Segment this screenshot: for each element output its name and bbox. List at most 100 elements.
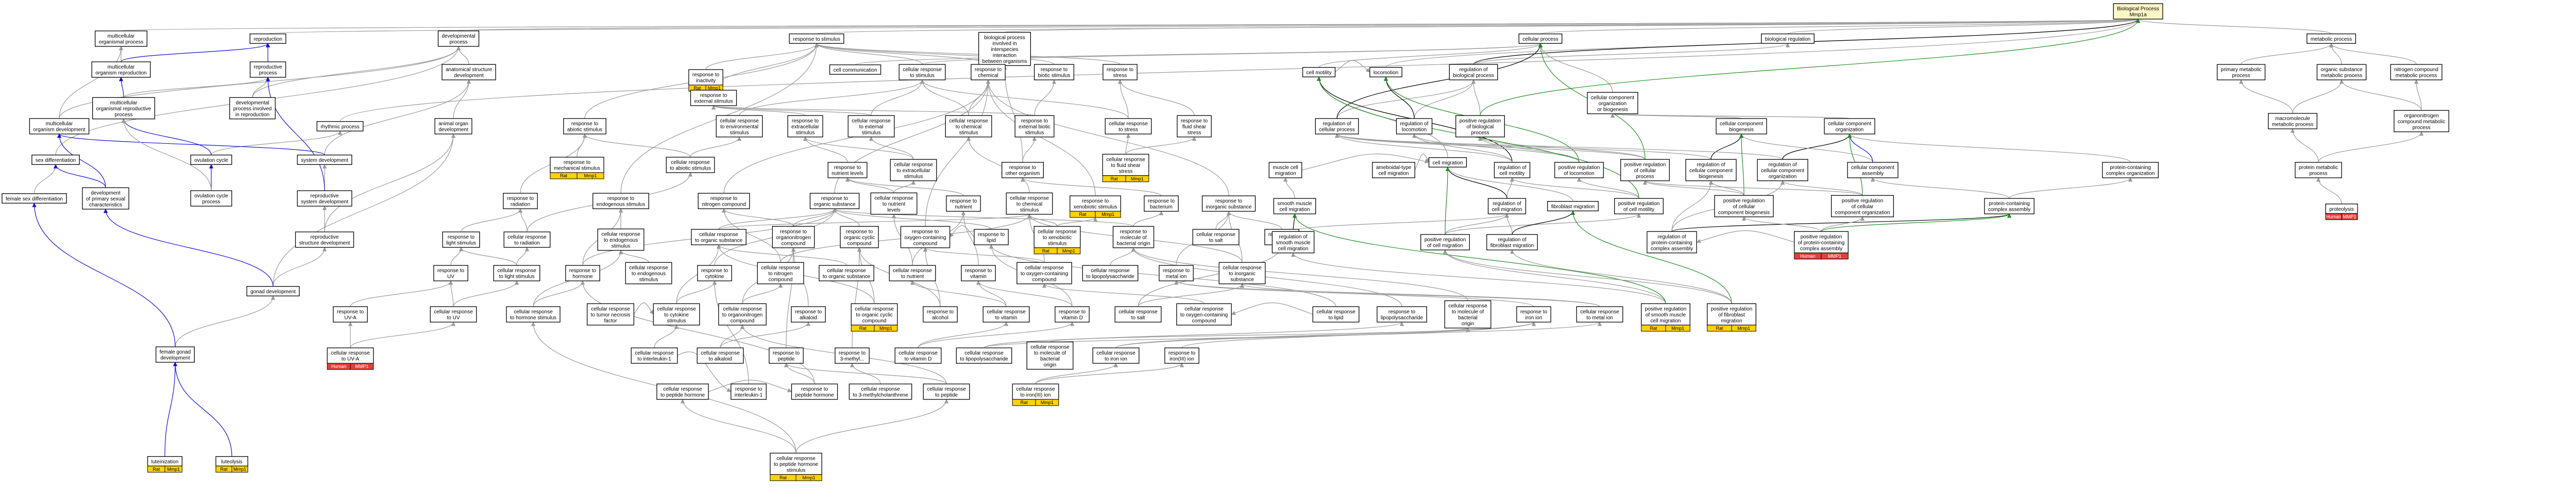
go-term-femsexdiff[interactable]: female sex differentiation: [2, 193, 67, 204]
go-term-cellmig[interactable]: cell migration: [1428, 157, 1467, 167]
go-term-gonaddev[interactable]: gonad development: [246, 286, 300, 296]
go-term-bioreg[interactable]: biological regulation: [1761, 33, 1815, 44]
go-term-locomotion[interactable]: locomotion: [1369, 67, 1402, 77]
go-term-cellmotility[interactable]: cell motility: [1302, 67, 1336, 77]
go-term-sysdev[interactable]: system development: [297, 155, 352, 165]
go-term-fibromig[interactable]: fibroblast migration: [1547, 201, 1599, 211]
go-term-cellcomm[interactable]: cell communication: [829, 64, 882, 75]
go-term-sexdiff[interactable]: sex differentiation: [31, 155, 80, 165]
go-term-rt3methyl[interactable]: response to3-methyl...: [835, 347, 870, 364]
go-term-repro[interactable]: reproduction: [249, 33, 286, 44]
